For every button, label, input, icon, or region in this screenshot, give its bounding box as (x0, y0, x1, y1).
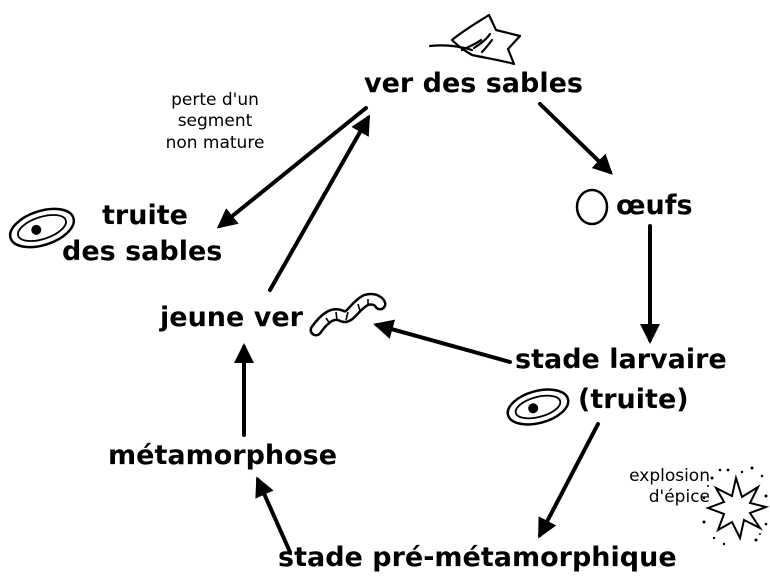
annotation-spice-line2: d'épice (600, 487, 710, 508)
node-pre-metamorphic: stade pré-métamorphique (278, 542, 677, 573)
node-sandworm: ver des sables (364, 68, 583, 99)
arrow-larval-to-premetamorphic (540, 424, 598, 535)
annotation-segment-loss-line3: non mature (150, 133, 280, 154)
node-larval-stage-sub: (truite) (578, 384, 689, 415)
worm-icon (316, 299, 380, 330)
node-sandtrout-line2: des sables (62, 236, 222, 267)
arrow-larval-to-youngworm (377, 325, 510, 362)
spice-explosion-icon (703, 467, 768, 546)
egg-icon (577, 190, 607, 224)
annotation-spice-line1: explosion (600, 466, 710, 487)
annotation-spice-explosion: explosion d'épice (600, 466, 710, 509)
sandworm-head-icon (430, 15, 520, 64)
node-young-worm: jeune ver (160, 302, 303, 333)
annotation-segment-loss: perte d'un segment non mature (150, 90, 280, 154)
node-sandtrout-line1: truite (102, 200, 188, 231)
arrow-sandworm-to-eggs (540, 104, 610, 172)
annotation-segment-loss-line1: perte d'un (150, 90, 280, 111)
annotation-segment-loss-line2: segment (150, 111, 280, 132)
node-larval-stage: stade larvaire (515, 344, 727, 375)
larval-sandtrout-icon (504, 384, 572, 431)
node-metamorphosis: métamorphose (108, 440, 337, 471)
node-eggs: œufs (616, 190, 693, 221)
